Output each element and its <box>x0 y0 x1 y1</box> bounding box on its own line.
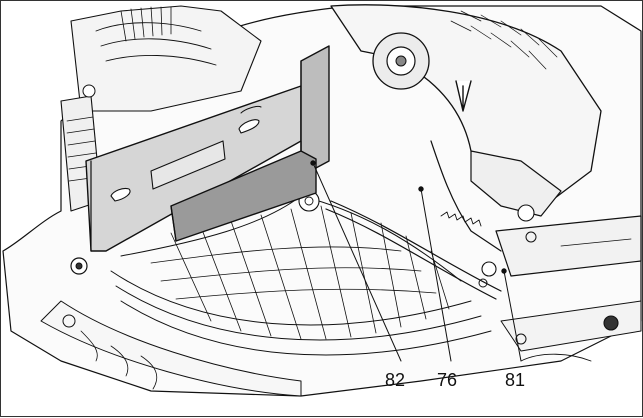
label-76: 76 <box>437 370 458 390</box>
fence-slot-3 <box>238 119 260 134</box>
turntable <box>110 195 492 356</box>
leader-82 <box>312 162 402 362</box>
saw-blade <box>430 140 502 252</box>
rotation-arrow-icon <box>455 80 472 112</box>
leader-76 <box>420 188 452 362</box>
callout-leaders <box>310 160 522 362</box>
label-82: 82 <box>385 370 406 390</box>
front-base <box>40 300 302 397</box>
fence-slot-2 <box>150 140 226 190</box>
leader-81 <box>503 270 522 362</box>
fence-slot-1 <box>110 187 131 202</box>
lower-guard <box>470 150 562 217</box>
label-81: 81 <box>505 370 526 390</box>
right-fence-rail <box>495 215 642 277</box>
bevel-scale <box>120 6 172 42</box>
stop-extension <box>85 45 330 252</box>
